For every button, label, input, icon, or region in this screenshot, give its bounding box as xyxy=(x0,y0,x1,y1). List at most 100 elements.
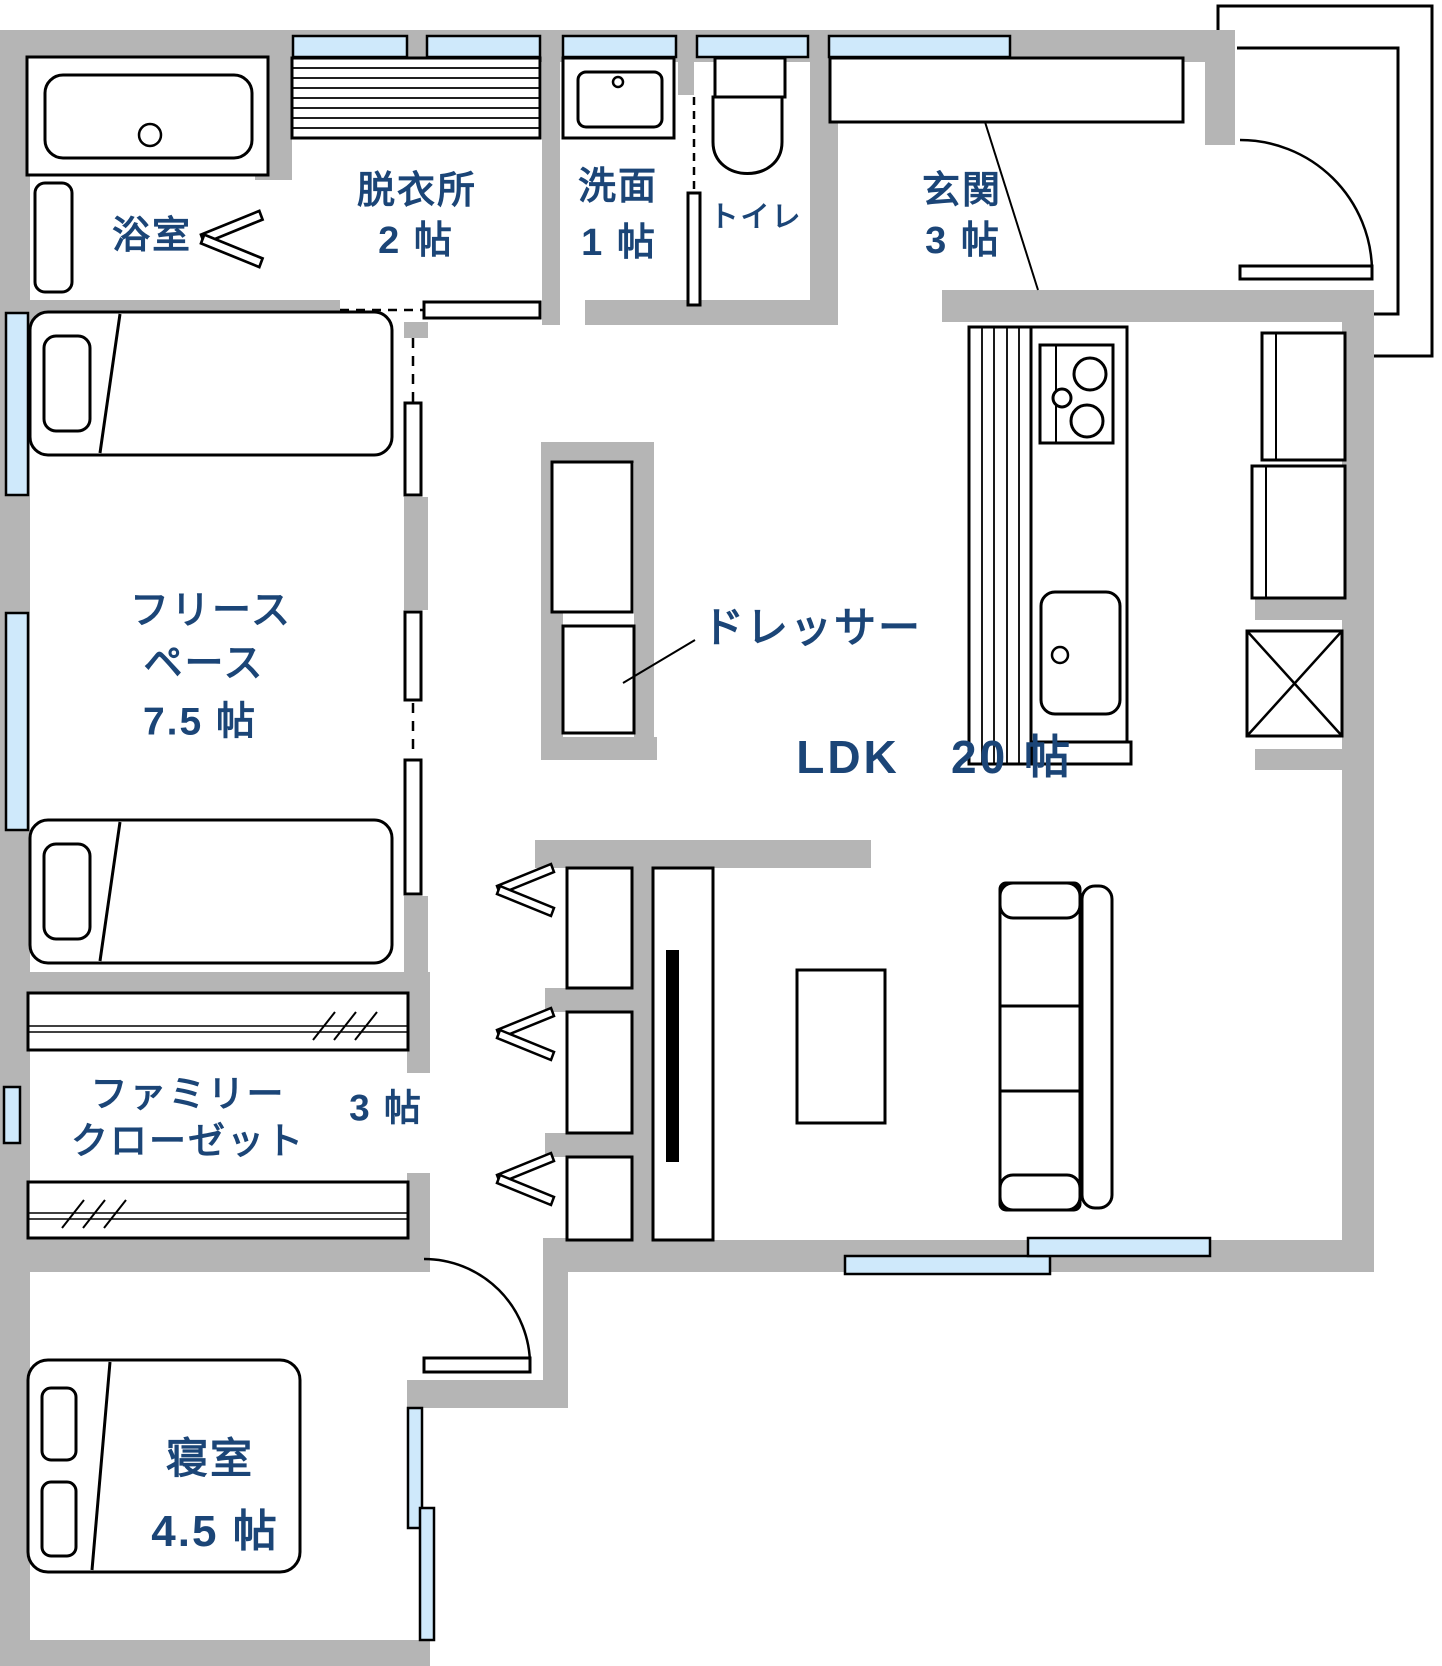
entrance-area xyxy=(828,4,1434,358)
wall-entrance-right xyxy=(1205,62,1235,145)
dresser-cabinet-upper xyxy=(550,460,634,614)
bedroom-door-swing-arc xyxy=(423,1257,532,1366)
label-ldk-size: 20 帖 xyxy=(951,731,1073,783)
sink-basin-icon xyxy=(576,70,664,129)
label-free-space-size: 7.5 帖 xyxy=(142,700,258,744)
wall-bedroom-bottom xyxy=(0,1640,430,1666)
tv-board-icon xyxy=(651,866,715,1242)
entrance-door-leaf xyxy=(1238,264,1374,281)
living-furniture xyxy=(795,881,1114,1212)
label-bathroom: 浴室 xyxy=(111,215,193,257)
wall-closet-right-lower xyxy=(407,1173,430,1238)
window-closet-left xyxy=(2,1085,22,1145)
kitchen-faucet-icon xyxy=(1050,645,1070,665)
label-family-closet-line2: クローゼット xyxy=(71,1120,305,1162)
wall-closet-bottom xyxy=(0,1238,430,1272)
dresser-cabinet-lower xyxy=(561,624,636,735)
partition-panel-1 xyxy=(403,401,423,497)
label-free-space-line1: フリース xyxy=(129,589,293,633)
toilet-sliding-door xyxy=(686,191,702,307)
free-space xyxy=(28,310,423,965)
toilet-tank-icon xyxy=(713,56,787,99)
toilet-bowl-icon xyxy=(711,95,784,175)
shoe-cabinet-icon xyxy=(828,56,1185,124)
cupboard-upper-icon xyxy=(1260,331,1347,462)
free-space-partition xyxy=(403,338,423,896)
bed-icon-double xyxy=(26,1358,302,1574)
bathtub-drain-icon xyxy=(137,122,163,148)
burner-icon-1 xyxy=(1072,356,1108,392)
bath-counter-icon xyxy=(33,181,74,294)
wall-right xyxy=(1342,322,1374,1272)
window-left-1 xyxy=(4,311,30,497)
folding-door-icon-3 xyxy=(495,1151,556,1207)
bedroom-area xyxy=(26,1257,532,1574)
wall-dressing-washroom xyxy=(542,30,560,325)
kitchen-counter-slats xyxy=(981,327,1020,764)
wall-dresser-right xyxy=(634,442,654,760)
partition-panel-2 xyxy=(403,610,423,702)
kitchen xyxy=(967,325,1347,766)
wall-stub-below-fridge xyxy=(1255,749,1342,770)
kitchen-sink-icon xyxy=(1039,590,1122,716)
wall-left xyxy=(0,30,30,1666)
label-ldk: LDK xyxy=(796,731,900,783)
window-ldk-bottom-1 xyxy=(843,1254,1052,1276)
window-top-3 xyxy=(561,34,678,59)
cupboard-lower-icon xyxy=(1250,464,1347,600)
hall-closet-1 xyxy=(565,866,634,990)
sliding-door-dressing xyxy=(422,300,542,320)
label-dressing-size: 2 帖 xyxy=(378,220,454,262)
sofa-icon xyxy=(998,881,1114,1212)
window-bedroom-1 xyxy=(406,1406,424,1530)
sofa-backrest xyxy=(1080,884,1114,1210)
window-top-4 xyxy=(695,34,810,59)
burner-icon-2 xyxy=(1069,403,1105,439)
label-free-space-line2: ペース xyxy=(143,642,265,686)
toilet-fixtures xyxy=(686,56,787,307)
bedroom-door-leaf xyxy=(422,1356,532,1374)
bathtub-icon xyxy=(43,73,254,160)
washroom-fixtures xyxy=(561,56,676,140)
folding-door-icon-bathroom xyxy=(199,209,265,269)
laundry-counter-slats xyxy=(292,67,540,129)
windows xyxy=(2,34,1212,1642)
label-toilet: トイレ xyxy=(709,201,803,234)
refrigerator-space-icon xyxy=(1245,629,1344,738)
folding-door-icon-2 xyxy=(495,1006,556,1062)
window-top-1 xyxy=(291,34,409,59)
laundry-area xyxy=(290,56,542,320)
pillow-icon-2 xyxy=(40,1480,78,1558)
window-top-2 xyxy=(425,34,542,59)
bed-icon-single-1 xyxy=(28,310,394,457)
hanger-rack-2 xyxy=(26,1180,410,1240)
wall-tv-closet-top xyxy=(535,840,871,868)
partition-panel-3 xyxy=(403,758,423,896)
storage-column xyxy=(495,862,715,1242)
table-icon xyxy=(795,968,887,1125)
wall-stub-above-fridge xyxy=(1255,598,1342,620)
bed-icon-single-2 xyxy=(28,818,394,965)
family-closet xyxy=(26,991,410,1240)
window-bedroom-2 xyxy=(418,1506,436,1642)
porch-step-outline xyxy=(1237,46,1400,316)
wall-dresser-top xyxy=(541,442,654,463)
wall-closet-separator-2 xyxy=(545,1133,632,1157)
pillow-icon-1 xyxy=(40,1386,78,1462)
wall-dresser-left-lower xyxy=(541,612,563,737)
label-dresser: ドレッサー xyxy=(701,604,923,651)
wall-bedroom-door-stub xyxy=(407,1380,543,1408)
tv-icon xyxy=(666,950,679,1162)
label-entrance: 玄関 xyxy=(921,170,1003,212)
entrance-step-line xyxy=(984,121,1039,291)
burner-icon-3 xyxy=(1051,387,1073,409)
kitchen-counter-step xyxy=(1032,740,1133,766)
wall-dresser-bottom xyxy=(541,737,657,760)
hall-closet-3 xyxy=(565,1155,634,1242)
wall-partition-post xyxy=(404,497,428,610)
window-left-2 xyxy=(4,611,30,832)
wall-partition-stub-top xyxy=(404,322,428,338)
label-family-closet-size: 3 帖 xyxy=(349,1087,423,1129)
dresser-leader-line xyxy=(622,639,696,684)
